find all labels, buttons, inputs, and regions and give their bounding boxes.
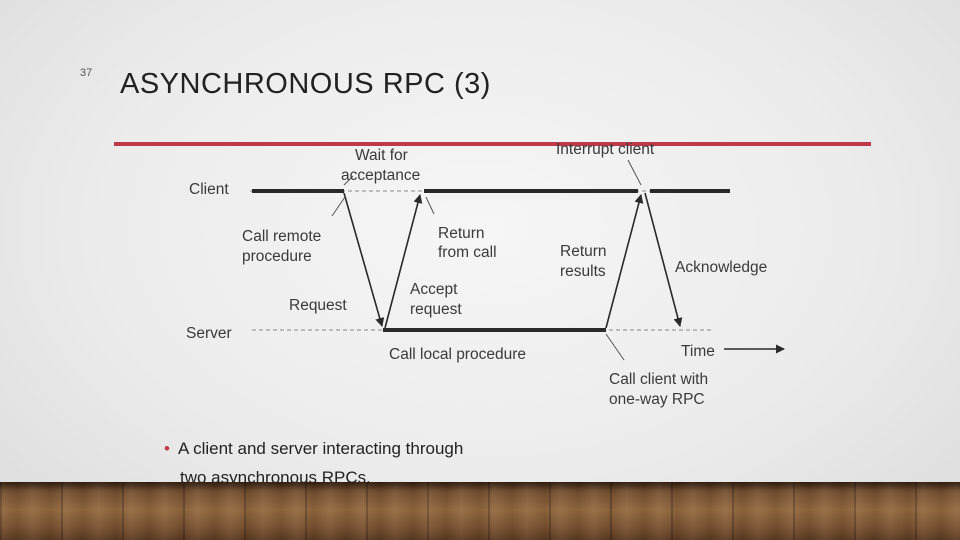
- return-results-label-line1: Return: [560, 243, 607, 260]
- call-client-label-line2: one-way RPC: [609, 391, 705, 408]
- call-remote-label-line2: procedure: [242, 248, 312, 265]
- call-remote-label-line1: Call remote: [242, 228, 321, 245]
- return-call-label-line1: Return: [438, 225, 485, 242]
- caption-text-1: A client and server interacting through: [177, 439, 464, 458]
- wait-label-line1: Wait for: [355, 147, 408, 164]
- slide-title: ASYNCHRONOUS RPC (3): [120, 68, 491, 100]
- acknowledge-label: Acknowledge: [675, 259, 767, 276]
- leader-interrupt: [627, 159, 642, 186]
- client-lane-label: Client: [189, 181, 229, 198]
- wait-label-line2: acceptance: [341, 167, 420, 184]
- floor-shadow: [0, 482, 960, 490]
- time-label: Time: [681, 343, 715, 360]
- accept-label-line2: request: [410, 301, 462, 318]
- call-local-label: Call local procedure: [389, 346, 526, 363]
- slide-number: 37: [80, 67, 93, 79]
- call-client-label-line1: Call client with: [609, 371, 708, 388]
- leader-wait: [343, 175, 354, 186]
- title-divider: [114, 142, 871, 146]
- accept-request-arrow: [384, 194, 423, 329]
- server-lane-label: Server: [186, 325, 232, 342]
- return-results-label-line2: results: [560, 263, 606, 280]
- bullet-icon: •: [164, 439, 170, 458]
- accept-label-line1: Accept: [410, 281, 458, 298]
- leader-call-client: [605, 333, 625, 361]
- request-label: Request: [289, 297, 347, 314]
- leader-return-call: [425, 196, 435, 215]
- request-arrow: [343, 192, 385, 327]
- wood-floor-decoration: [0, 482, 960, 540]
- interrupt-label: Interrupt client: [556, 141, 655, 158]
- return-call-label-line2: from call: [438, 244, 497, 261]
- return-results-arrow: [605, 194, 644, 329]
- leader-call-remote: [331, 196, 346, 217]
- acknowledge-arrow: [644, 192, 683, 327]
- caption-line-1: • A client and server interacting through: [164, 434, 544, 463]
